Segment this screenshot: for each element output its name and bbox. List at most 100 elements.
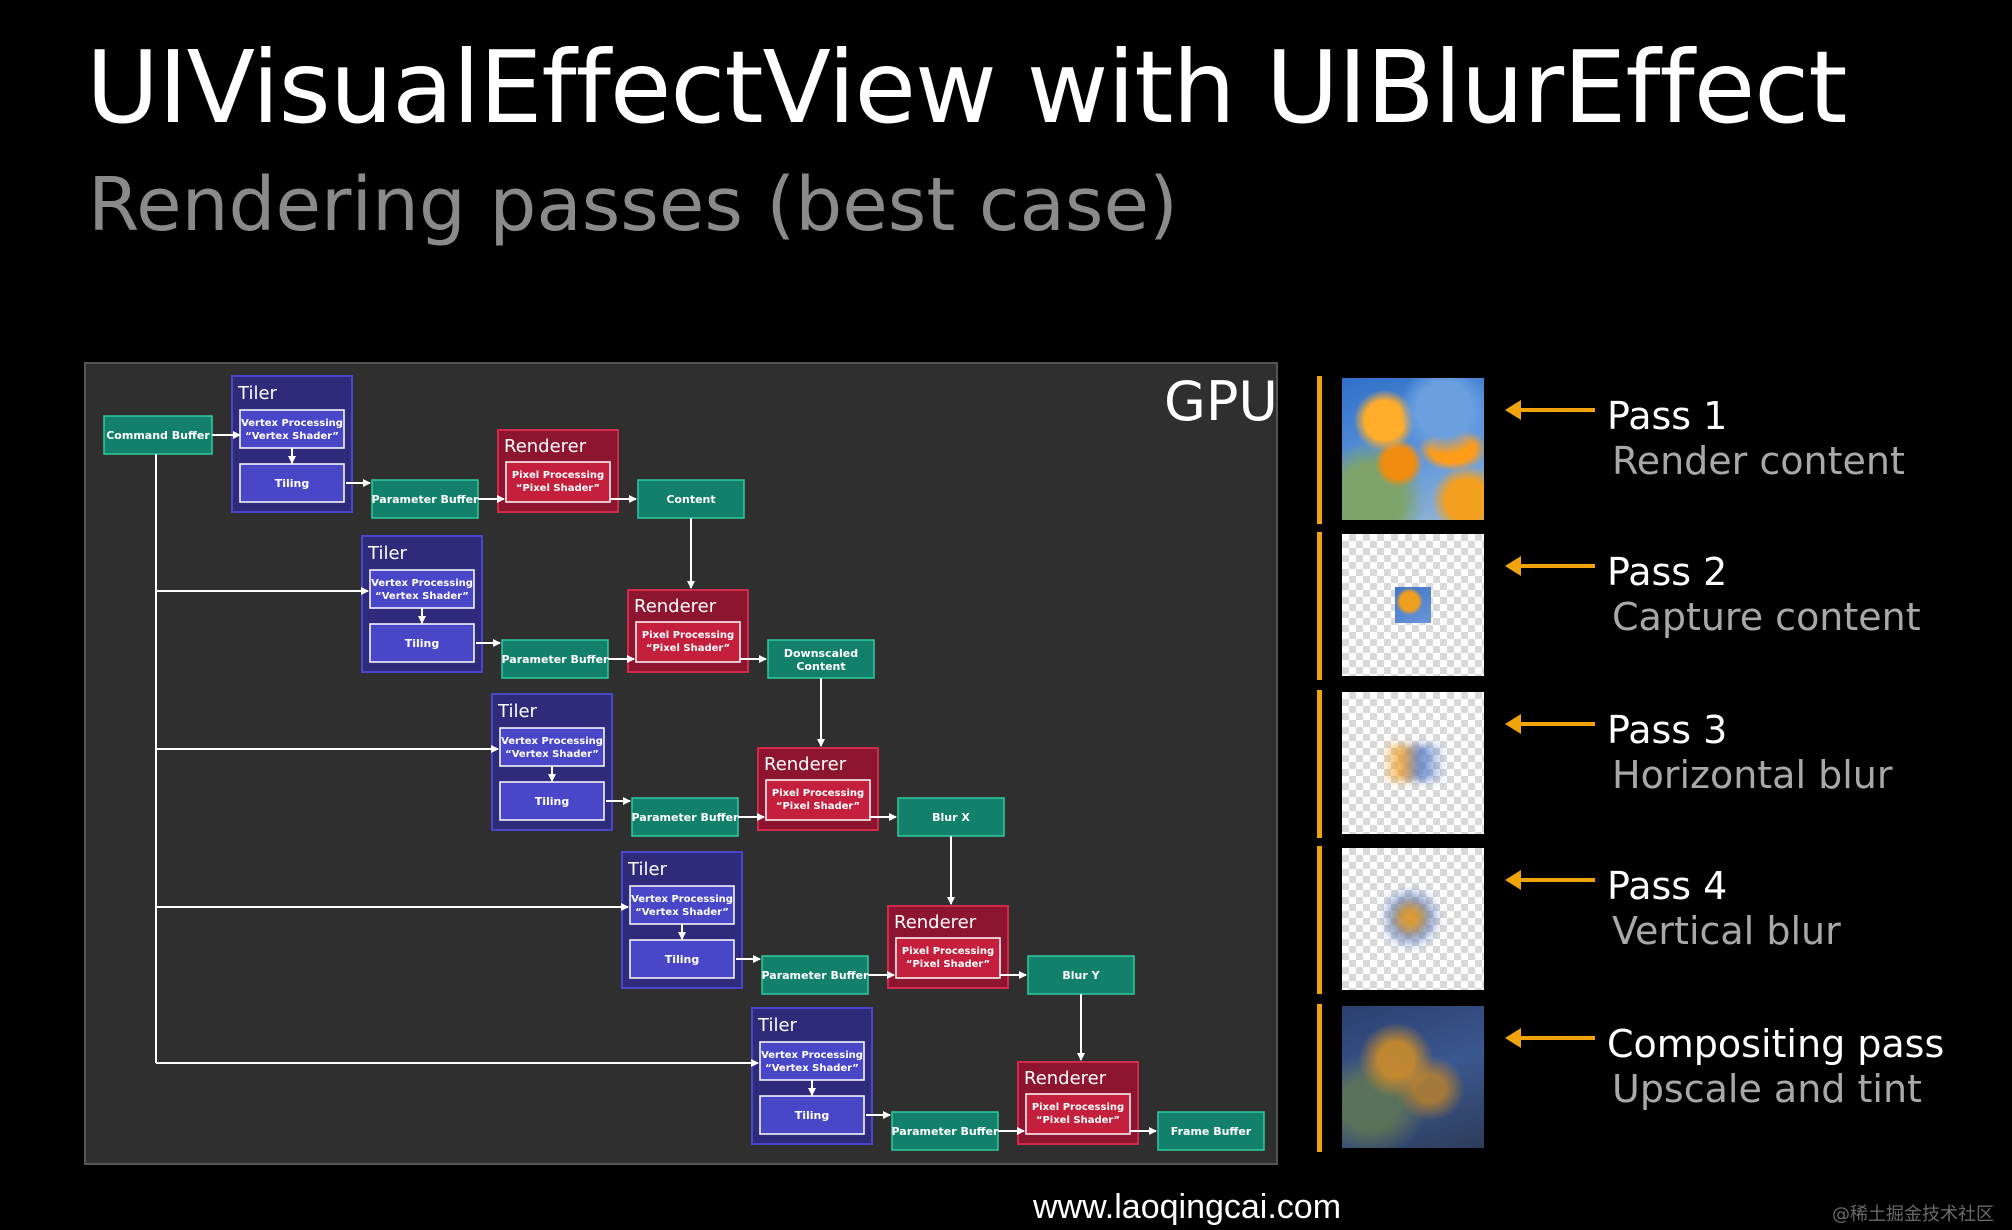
command-buffer-box xyxy=(103,415,213,455)
pass-accent-bar xyxy=(1317,376,1322,524)
tiler-label: Tiler xyxy=(367,543,408,564)
vertex-processing-label: Vertex Processing xyxy=(241,418,343,429)
renderer-label: Renderer xyxy=(504,436,587,457)
output-buffer-box xyxy=(897,797,1005,837)
vertex-processing-box xyxy=(369,569,475,609)
parameter-buffer-label: Parameter Buffer xyxy=(892,1125,1000,1138)
tiling-box xyxy=(239,463,345,503)
pass-description: Render content xyxy=(1612,439,1905,483)
watermark: @稀土掘金技术社区 xyxy=(1832,1204,1994,1225)
pixel-shader-label: “Pixel Shader” xyxy=(516,483,600,494)
output-buffer-box xyxy=(1027,955,1135,995)
pixel-processing-label: Pixel Processing xyxy=(1032,1102,1124,1113)
pixel-processing-box xyxy=(505,461,611,503)
gpu-label: GPU xyxy=(1164,370,1278,433)
vertex-shader-label: “Vertex Shader” xyxy=(635,907,729,918)
pixel-processing-label: Pixel Processing xyxy=(512,470,604,481)
output-buffer-box xyxy=(637,479,745,519)
tiler-label: Tiler xyxy=(627,859,668,880)
pixel-processing-label: Pixel Processing xyxy=(902,946,994,957)
output-buffer-box xyxy=(1157,1111,1265,1151)
pixel-processing-box xyxy=(635,621,741,663)
pass-accent-bar xyxy=(1317,1004,1322,1152)
tiling-label: Tiling xyxy=(535,795,570,808)
pass-accent-bar xyxy=(1317,690,1322,838)
tiler-label: Tiler xyxy=(497,701,538,722)
pass-name: Pass 4 xyxy=(1607,864,1728,908)
pass-description: Upscale and tint xyxy=(1612,1067,1922,1111)
vertex-shader-label: “Vertex Shader” xyxy=(765,1063,859,1074)
pass-thumbnail xyxy=(1342,848,1484,990)
pixel-processing-box xyxy=(1025,1093,1131,1135)
vertex-processing-label: Vertex Processing xyxy=(501,736,603,747)
pixel-processing-box xyxy=(765,779,871,821)
pass-name: Compositing pass xyxy=(1607,1022,1945,1066)
output-buffer-label: Content xyxy=(796,660,845,673)
tiling-label: Tiling xyxy=(795,1109,830,1122)
parameter-buffer-box xyxy=(501,639,609,679)
vertex-processing-label: Vertex Processing xyxy=(371,578,473,589)
vertex-processing-box xyxy=(239,409,345,449)
pass-description: Capture content xyxy=(1612,595,1921,639)
slide-subtitle: Rendering passes (best case) xyxy=(88,162,1178,248)
pixel-shader-label: “Pixel Shader” xyxy=(776,801,860,812)
output-buffer-label: Downscaled xyxy=(784,647,858,660)
vertex-processing-box xyxy=(629,885,735,925)
tiler-label: Tiler xyxy=(237,383,278,404)
tiler-label: Tiler xyxy=(757,1015,798,1036)
output-buffer-label: Blur Y xyxy=(1062,969,1100,982)
parameter-buffer-box xyxy=(761,955,869,995)
parameter-buffer-label: Parameter Buffer xyxy=(762,969,870,982)
pass-description: Vertical blur xyxy=(1612,909,1841,953)
vertex-processing-label: Vertex Processing xyxy=(631,894,733,905)
left-arrow-icon xyxy=(1505,870,1595,890)
pass-accent-bar xyxy=(1317,846,1322,994)
renderer-label: Renderer xyxy=(894,912,977,933)
pixel-processing-box xyxy=(895,937,1001,979)
pixel-processing-label: Pixel Processing xyxy=(772,788,864,799)
slide-title: UIVisualEffectView with UIBlurEffect xyxy=(86,29,1847,146)
vertex-shader-label: “Vertex Shader” xyxy=(375,591,469,602)
output-buffer-label: Frame Buffer xyxy=(1171,1125,1252,1138)
output-buffer-label: Blur X xyxy=(932,811,970,824)
left-arrow-icon xyxy=(1505,400,1595,420)
captured-content-blob xyxy=(1382,745,1446,781)
vertex-processing-label: Vertex Processing xyxy=(761,1050,863,1061)
left-arrow-icon xyxy=(1505,714,1595,734)
renderer-label: Renderer xyxy=(764,754,847,775)
pixel-shader-label: “Pixel Shader” xyxy=(906,959,990,970)
tiling-box xyxy=(369,623,475,663)
left-arrow-icon xyxy=(1505,556,1595,576)
pass-accent-bar xyxy=(1317,532,1322,680)
left-arrow-icon xyxy=(1505,1028,1595,1048)
pixel-processing-label: Pixel Processing xyxy=(642,630,734,641)
output-buffer-label: Content xyxy=(666,493,715,506)
tiling-box xyxy=(629,939,735,979)
tiling-box xyxy=(759,1095,865,1135)
command-buffer-label: Command Buffer xyxy=(106,429,210,442)
vertex-processing-box xyxy=(499,727,605,767)
tiling-label: Tiling xyxy=(665,953,700,966)
parameter-buffer-label: Parameter Buffer xyxy=(372,493,480,506)
footer-url: www.laoqingcai.com xyxy=(1033,1188,1342,1226)
parameter-buffer-label: Parameter Buffer xyxy=(632,811,740,824)
renderer-label: Renderer xyxy=(634,596,717,617)
pass-thumbnail xyxy=(1342,378,1484,520)
captured-content-blob xyxy=(1386,888,1440,948)
output-buffer-box xyxy=(767,639,875,679)
pass-name: Pass 1 xyxy=(1607,394,1728,438)
parameter-buffer-label: Parameter Buffer xyxy=(502,653,610,666)
pass-thumbnail xyxy=(1342,692,1484,834)
pixel-shader-label: “Pixel Shader” xyxy=(1036,1115,1120,1126)
tiling-box xyxy=(499,781,605,821)
vertex-shader-label: “Vertex Shader” xyxy=(505,749,599,760)
pass-name: Pass 2 xyxy=(1607,550,1728,594)
pass-thumbnail xyxy=(1342,1006,1484,1148)
